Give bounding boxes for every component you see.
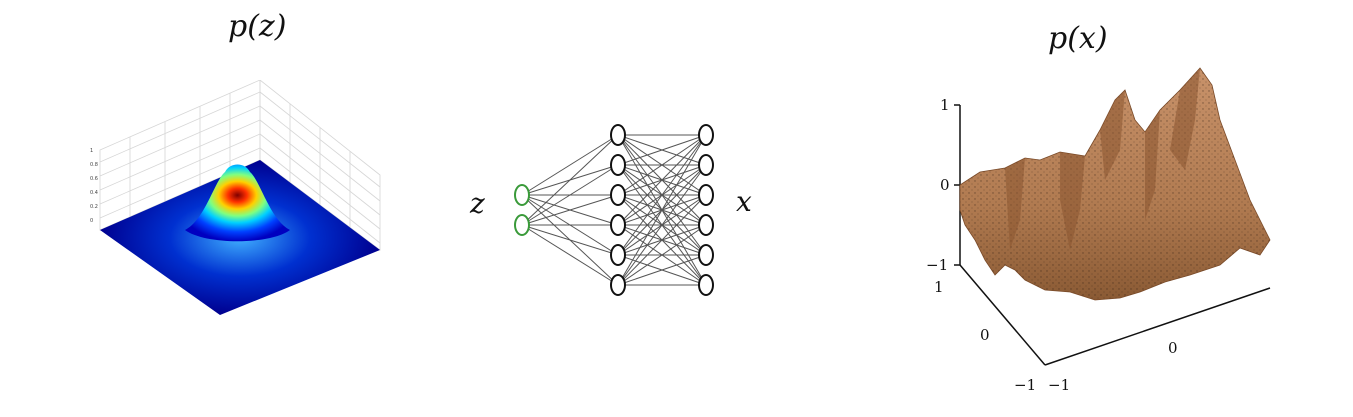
nn-output-node — [698, 244, 714, 266]
nn-edge — [617, 134, 707, 196]
surface-tick: 0 — [980, 326, 990, 344]
surface-tick: 0 — [1168, 339, 1178, 357]
nn-hidden-node — [610, 274, 626, 296]
z-label: z — [470, 187, 485, 220]
gaussian-ticks: 1 0.8 0.6 0.4 0.2 0 — [90, 148, 98, 224]
surface-tick: 1 — [940, 96, 950, 114]
nn-output-node — [698, 124, 714, 146]
nn-hidden-node — [610, 184, 626, 206]
nn-edge — [521, 194, 619, 226]
nn-edge — [521, 134, 619, 226]
px-title: p(x) — [1048, 21, 1108, 56]
pz-title: p(z) — [228, 9, 287, 44]
gaussian-z-tick: 0.2 — [90, 204, 98, 210]
nn-edge — [617, 164, 707, 286]
nn-edge — [617, 224, 707, 286]
nn-edge — [521, 224, 619, 256]
surface-tick: −1 — [926, 256, 948, 274]
nn-edge — [521, 224, 619, 286]
nn-edge — [521, 134, 619, 196]
nn-edge — [617, 254, 707, 286]
nn-edge — [617, 134, 707, 226]
gaussian-surface-plot: 1 0.8 0.6 0.4 0.2 0 — [70, 79, 410, 330]
nn-hidden-node — [610, 124, 626, 146]
nn-output-node — [698, 184, 714, 206]
gaussian-z-tick: 1 — [90, 148, 93, 154]
gaussian-grid — [99, 79, 381, 251]
gaussian-z-tick: 0.4 — [90, 190, 98, 196]
surface-tick: −1 — [1048, 376, 1070, 394]
gaussian-bell — [185, 164, 290, 242]
nn-output-node — [698, 214, 714, 236]
gaussian-z-tick: 0 — [90, 218, 93, 224]
nn-hidden-node — [610, 214, 626, 236]
gaussian-z-tick: 0.8 — [90, 162, 98, 168]
gaussian-plot-svg: 1 0.8 0.6 0.4 0.2 0 — [90, 79, 381, 315]
surface-tick: −1 — [1014, 376, 1036, 394]
surface-axes — [954, 104, 1271, 366]
complex-surface-plot: 1 0 −1 1 0 −1 −1 0 — [920, 60, 1300, 400]
nn-hidden-node — [610, 154, 626, 176]
gaussian-z-tick: 0.6 — [90, 176, 98, 182]
x-label: x — [736, 185, 752, 218]
nn-input-node — [514, 214, 530, 236]
nn-edge — [617, 194, 707, 286]
nn-edge — [617, 134, 707, 256]
surface-ridges — [1005, 68, 1200, 250]
nn-edge — [617, 134, 707, 166]
surface-tick: 0 — [940, 176, 950, 194]
nn-svg — [514, 124, 714, 296]
nn-edge — [521, 164, 619, 226]
surface-tick: 1 — [934, 278, 944, 296]
surface-tick-labels: 1 0 −1 1 0 −1 −1 0 — [926, 96, 1178, 394]
nn-hidden-node — [610, 244, 626, 266]
nn-edge — [617, 134, 707, 286]
surface-plot-svg: 1 0 −1 1 0 −1 −1 0 — [926, 67, 1271, 394]
nn-output-node — [698, 154, 714, 176]
neural-network-diagram — [500, 100, 740, 320]
nn-input-node — [514, 184, 530, 206]
nn-output-node — [698, 274, 714, 296]
